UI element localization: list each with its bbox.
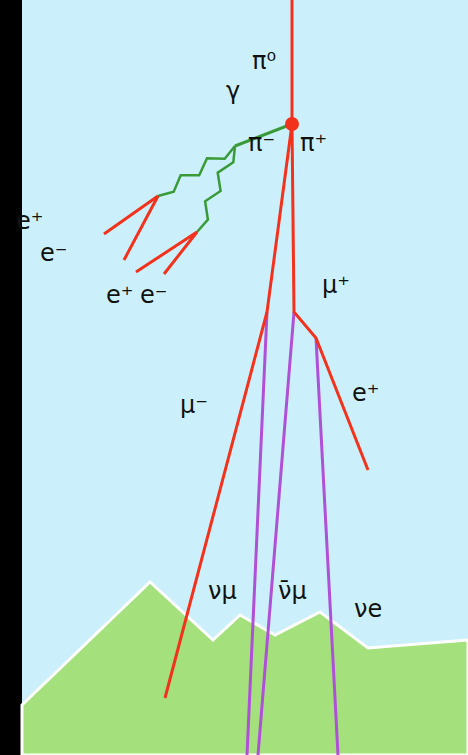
particle-label: γ (226, 78, 240, 104)
particle-label: e⁺ (16, 208, 43, 234)
particle-label: π⁻ (248, 130, 275, 156)
electron-track (164, 232, 197, 274)
photon-zigzag (197, 146, 235, 232)
particle-label: μ⁻ (180, 392, 208, 418)
particle-label: νe (354, 596, 382, 622)
photon-zigzag (158, 146, 235, 196)
pion-muon-track (292, 124, 368, 470)
particle-label: μ⁺ (322, 272, 350, 298)
pion-muon-track (165, 124, 292, 698)
particle-label: π⁰ (252, 48, 276, 74)
particle-label: e⁻ (40, 240, 67, 266)
sky (22, 0, 468, 755)
particle-label: ν̄μ (278, 578, 307, 604)
electron-track (104, 196, 158, 234)
neutrino-track (258, 312, 294, 755)
electron-track (136, 232, 197, 272)
particle-label: e⁺ (106, 282, 133, 308)
mountain (22, 582, 468, 755)
primary-track (291, 0, 294, 124)
interaction-vertex (285, 117, 299, 131)
particle-label: e⁺ (352, 380, 379, 406)
electron-track (124, 196, 158, 260)
neutrino-track (316, 338, 338, 755)
particle-label: νμ (208, 578, 237, 604)
particle-label: e⁻ (140, 282, 167, 308)
particle-label: π⁺ (300, 130, 327, 156)
